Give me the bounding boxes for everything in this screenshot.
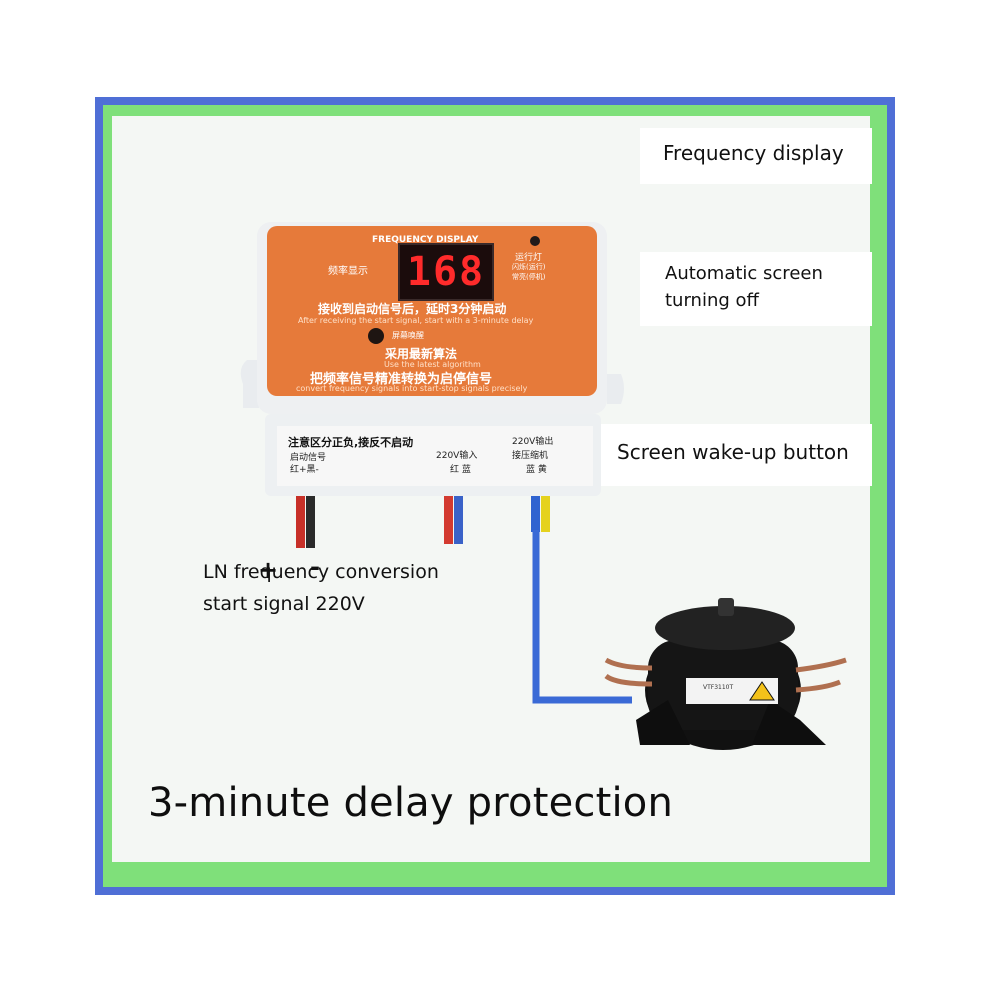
panel-title: FREQUENCY DISPLAY [372,235,479,245]
delay-text-cn: 接收到启动信号后，延时3分钟启动 [318,302,507,316]
callout-line: LN frequency conversion [203,561,439,583]
wake-button-label: 屏幕唤醒 [392,331,424,340]
input-220-label: 220V输入 [436,451,478,461]
frequency-label: 频率显示 [328,266,368,277]
run-light-label: 运行灯 [515,253,543,263]
callout-frequency-display: Frequency display [663,141,844,165]
plus-sign: + [258,556,279,584]
red-black-label: 红+黑- [290,465,319,475]
callout-bg [600,424,872,486]
compressor-sticker-text: VTF3110T [703,684,734,691]
algorithm-text-cn: 采用最新算法 [385,347,458,361]
output-220-label: 220V输出 [512,437,554,447]
start-signal-label: 启动信号 [290,453,327,463]
frequency-display-readout: 168 [398,243,494,301]
polarity-warning: 注意区分正负,接反不启动 [288,436,414,449]
wake-button[interactable] [368,328,384,344]
run-light-sub2: 常亮(停机) [512,273,546,281]
delay-text-en: After receiving the start signal, start … [298,316,534,325]
callout-line: Automatic screen [665,263,823,284]
compressor [604,598,847,750]
algorithm-text-en: Use the latest algorithm [384,360,481,369]
output-wires [531,474,550,532]
start-signal-wires [296,478,315,548]
convert-text-en: convert frequency signals into start-sto… [296,384,528,393]
headline: 3-minute delay protection [148,780,674,826]
convert-text-cn: 把频率信号精准转换为启停信号 [310,372,493,387]
compressor-lead [532,530,632,704]
callout-ln-signal: LN frequency conversion start signal 220… [203,556,439,620]
compressor-label: 接压缩机 [512,451,549,461]
minus-sign: - [310,553,320,581]
callout-bg [640,128,872,184]
blue-yellow-label: 蓝 黄 [526,465,547,475]
callout-wake-button: Screen wake-up button [617,440,849,464]
callout-bg [640,252,872,326]
device-body [240,222,624,496]
run-indicator-light [530,236,540,246]
callout-auto-screen-off: Automatic screen turning off [665,260,823,314]
red-blue-label: 红 蓝 [450,465,471,475]
callout-line: turning off [665,290,759,311]
controller-device [237,218,625,503]
input-wires [444,478,463,544]
run-light-sub1: 闪烁(运行) [512,263,546,271]
callout-line: start signal 220V [203,593,365,615]
